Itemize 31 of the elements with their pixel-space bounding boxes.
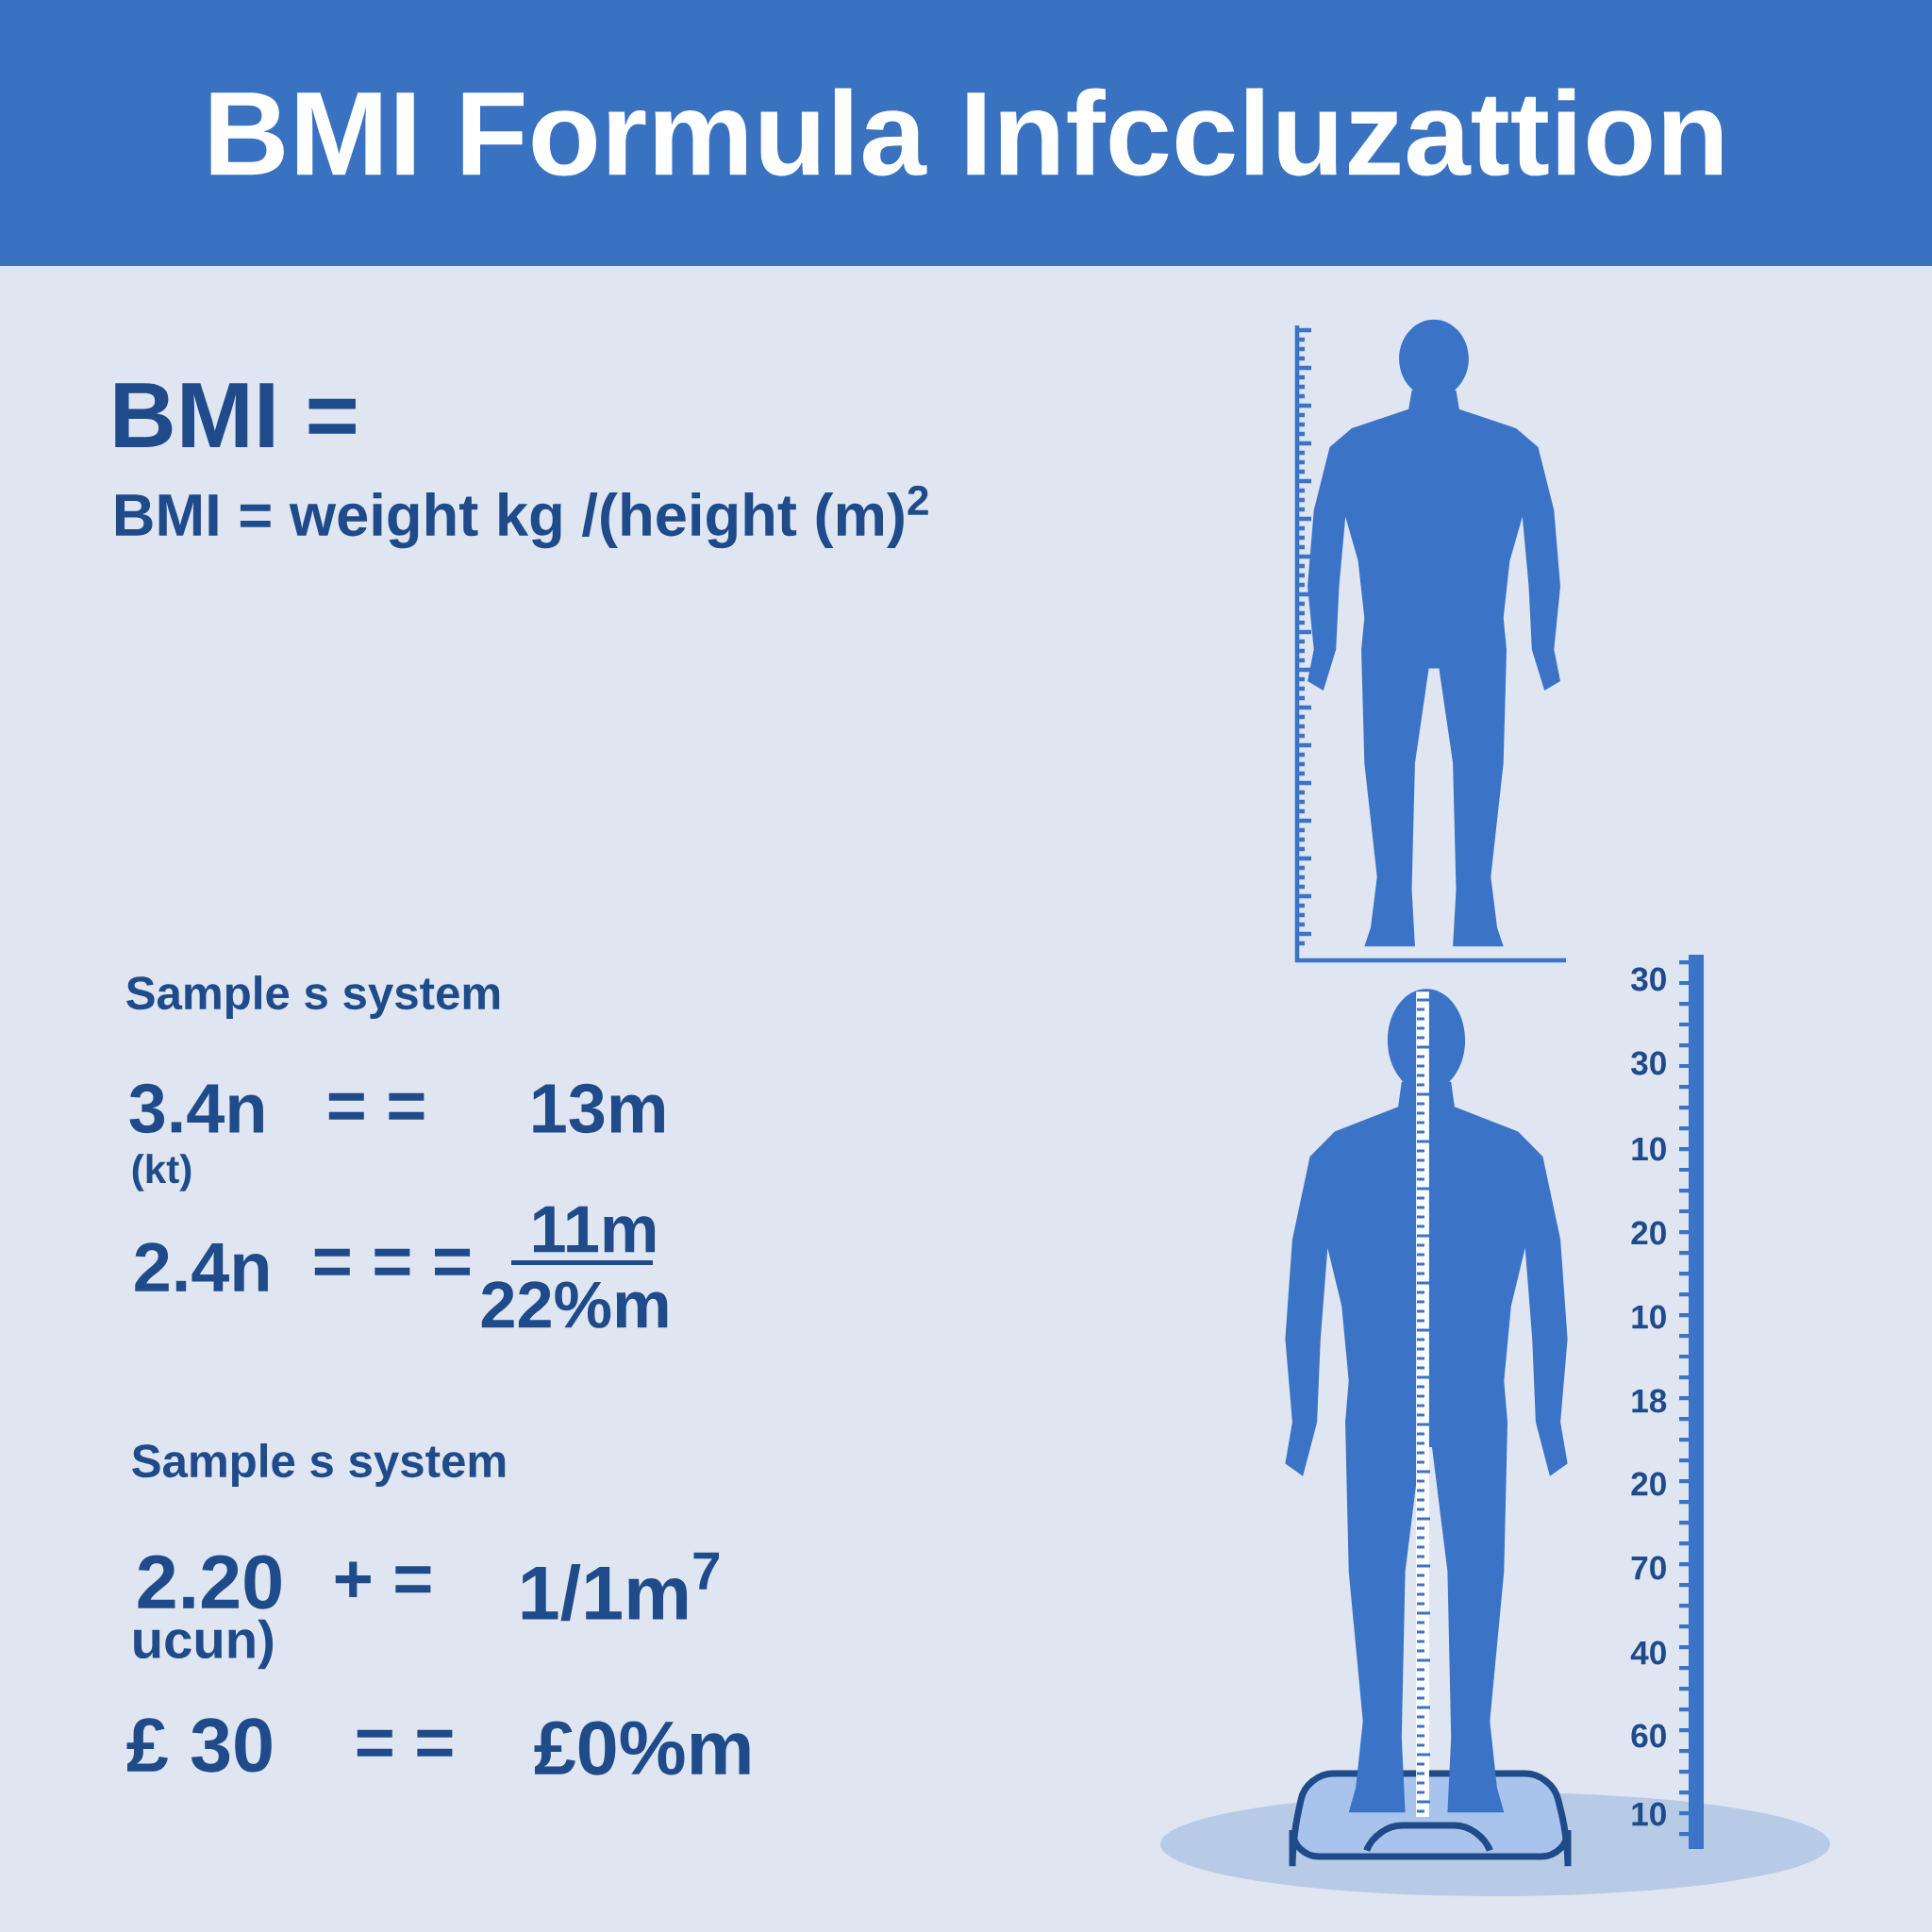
formula-text: 13m <box>533 1083 664 1134</box>
formula-text: BMI = weight kg /(height (m)$^{2}$ <box>115 485 928 549</box>
scale-number: 10 <box>1632 1802 1666 1826</box>
formula-text: 3.4n <box>129 1083 263 1134</box>
formula-text: + = <box>335 1561 431 1597</box>
formula-text: (kt) <box>132 1154 192 1191</box>
formula-text: = = <box>357 1729 453 1757</box>
scale-number: 20 <box>1631 1472 1666 1496</box>
formula-text: 2.20 <box>138 1555 281 1609</box>
formula-text: 22%m <box>481 1281 668 1328</box>
scale-number: 10 <box>1632 1305 1666 1329</box>
formula-text: = = <box>328 1092 425 1120</box>
formula-text: = = = <box>314 1248 471 1275</box>
scale-number: 70 <box>1631 1556 1666 1580</box>
formula-text: 11m <box>533 1206 656 1253</box>
scale-number: 10 <box>1632 1137 1666 1161</box>
title: BMI Formula Infccluzattion <box>210 88 1722 176</box>
formula-text: 2.4n <box>135 1242 268 1291</box>
formula-text: 1/1m$^{7}$ <box>522 1552 720 1622</box>
formula-text: Sample s system <box>126 975 500 1019</box>
formula-text: BMI = <box>115 383 356 447</box>
formula-text: £0%m <box>534 1721 750 1775</box>
scale-number: 30 <box>1631 1051 1666 1075</box>
scale-number: 18 <box>1632 1389 1667 1413</box>
scale-number: 60 <box>1631 1724 1666 1748</box>
formula-text: ucun) <box>134 1619 274 1670</box>
scale-number: 40 <box>1630 1641 1666 1665</box>
scale-number: 20 <box>1631 1221 1666 1245</box>
formula-text: £ 30 <box>126 1718 272 1773</box>
scale-number: 30 <box>1631 967 1666 991</box>
formula-text: Sample s system <box>132 1443 506 1487</box>
